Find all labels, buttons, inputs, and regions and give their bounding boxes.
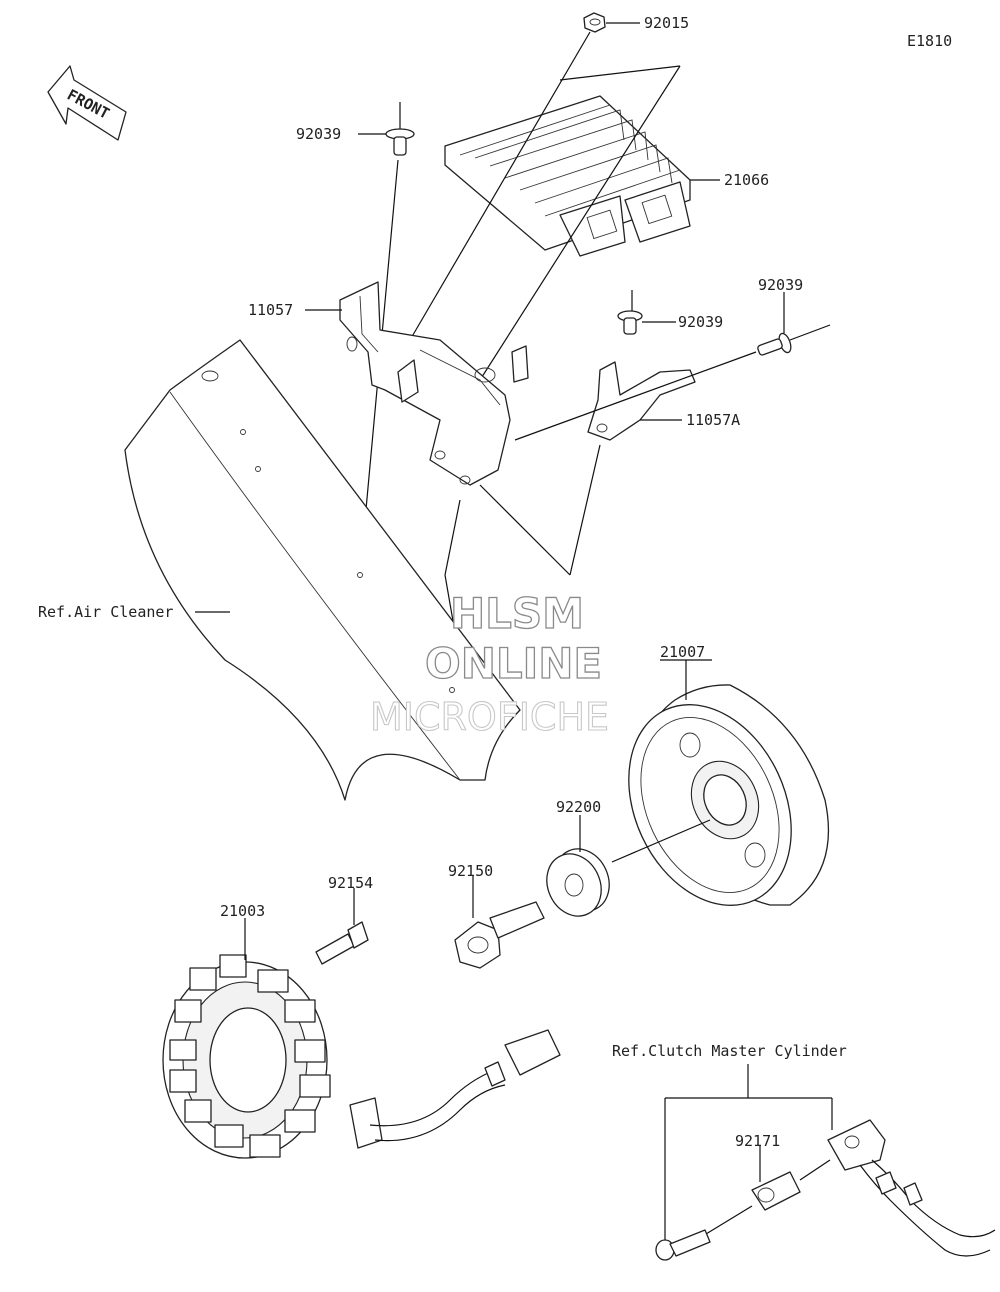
diagram-code: E1810: [907, 32, 952, 50]
callout-21007: 21007: [660, 643, 705, 661]
callout-11057: 11057: [248, 301, 293, 319]
callout-92154: 92154: [328, 874, 373, 892]
flywheel-21007: [628, 684, 830, 906]
callout-92039-a: 92039: [296, 125, 341, 143]
air-cleaner-reference: [124, 339, 521, 801]
watermark-line1: HLSM: [450, 589, 584, 638]
bushing-92171: [751, 1171, 801, 1211]
nut-92015: [583, 12, 606, 33]
callout-ref-air-cleaner: Ref.Air Cleaner: [38, 603, 173, 621]
rivet-92039-upper: [385, 102, 415, 156]
callout-92200: 92200: [556, 798, 601, 816]
callout-ref-clutch-master-cylinder: Ref.Clutch Master Cylinder: [612, 1042, 847, 1060]
clutch-switch: [827, 1119, 996, 1257]
callout-21003: 21003: [220, 902, 265, 920]
bolt-92150: [454, 901, 545, 969]
rivet-92039-mid: [617, 290, 643, 335]
callout-11057A: 11057A: [686, 411, 740, 429]
callout-21066: 21066: [724, 171, 769, 189]
callout-92015: 92015: [644, 14, 689, 32]
screw-92154: [315, 921, 369, 965]
watermark-line2: ONLINE: [425, 639, 602, 688]
bracket-11057: [339, 281, 529, 486]
regulator-rectifier: [444, 95, 691, 257]
bolt-clutch: [655, 1229, 711, 1261]
bracket-11057A: [587, 361, 696, 441]
callout-92039-c: 92039: [678, 313, 723, 331]
washer-92200: [546, 848, 610, 917]
callout-92039-b: 92039: [758, 276, 803, 294]
callout-92150: 92150: [448, 862, 493, 880]
callout-92171: 92171: [735, 1132, 780, 1150]
stator-21003: [162, 954, 561, 1159]
watermark-line3: MICROFICHE: [370, 695, 609, 739]
front-arrow-icon: FRONT: [47, 65, 127, 141]
rivet-92039-right: [757, 324, 831, 356]
